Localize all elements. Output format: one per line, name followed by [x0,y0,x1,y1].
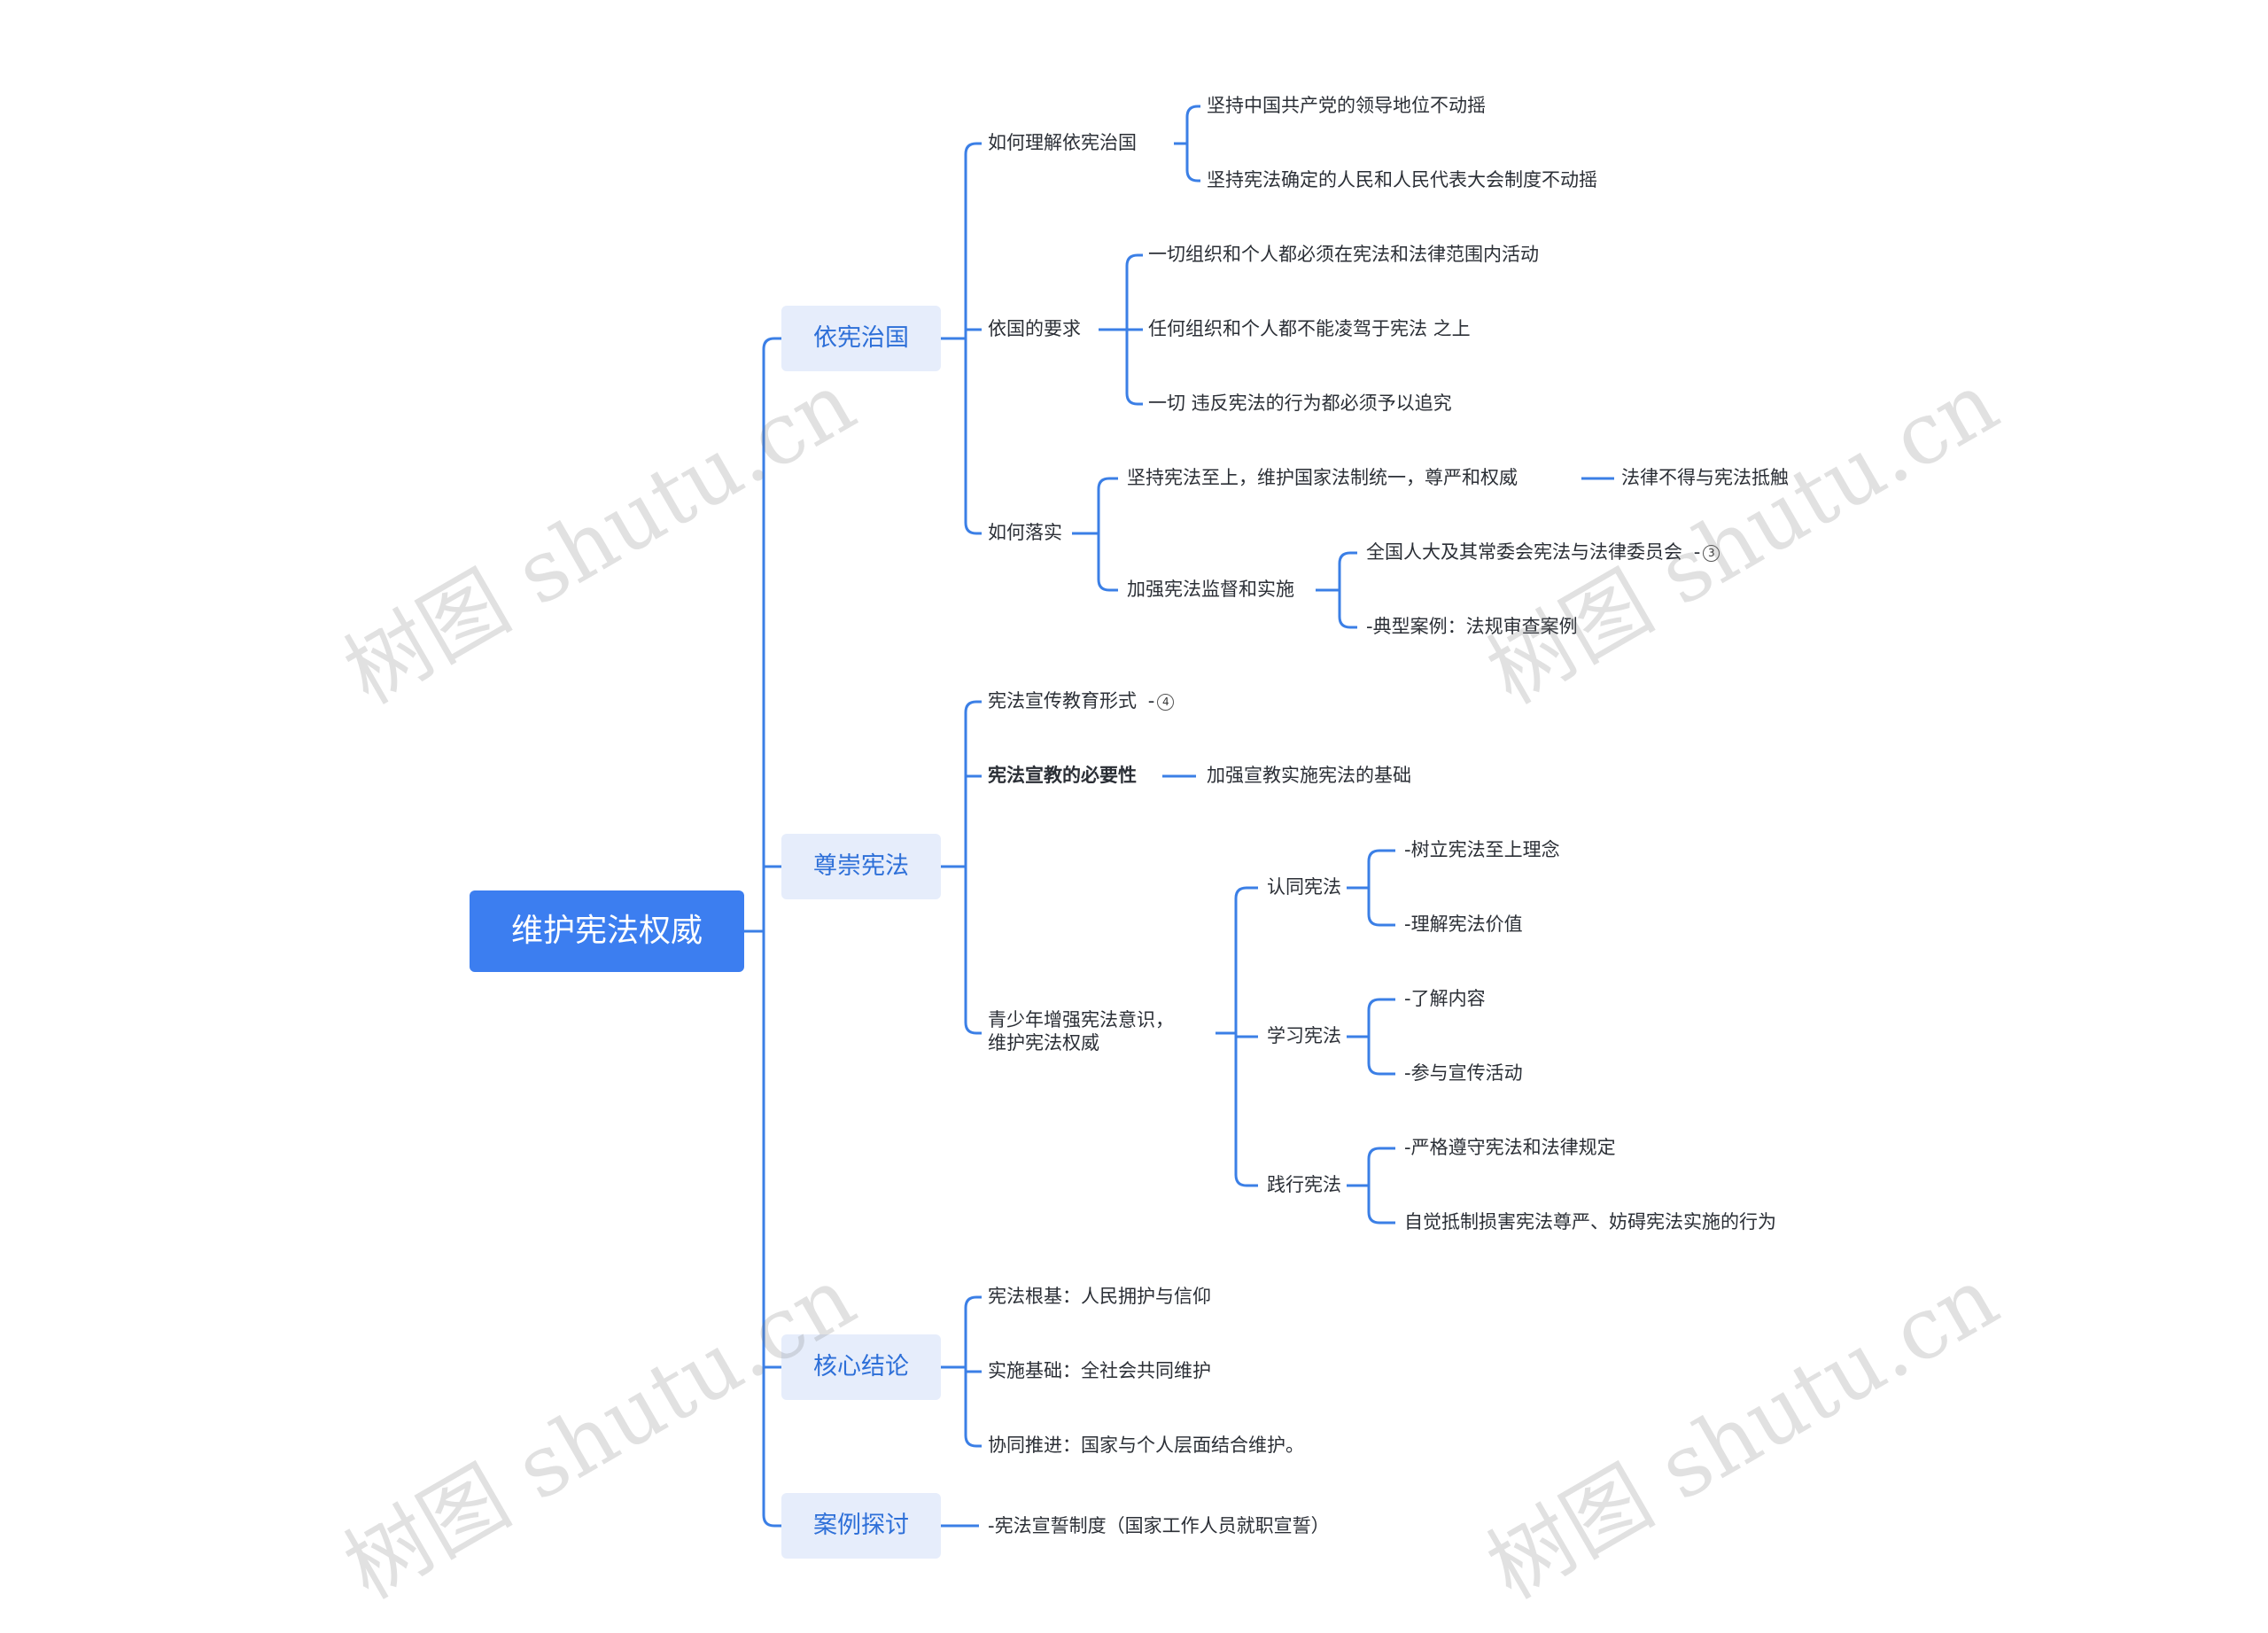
connector-line [1367,1211,1395,1225]
leaf-node[interactable]: 全国人大及其常委会宪法与法律委员会 -3 [1366,540,1720,564]
connector-line [1367,849,1395,862]
connector-line [964,1295,982,1309]
leaf-node[interactable]: 自觉抵制损害宪法尊严、妨碍宪法实施的行为 [1404,1211,1776,1233]
leaf-label: 宪法宣传教育形式 [988,690,1137,712]
connector-line [964,700,982,713]
leaf-node[interactable]: -参与宣传活动 [1404,1062,1523,1084]
connector-line [1367,1062,1395,1076]
leaf-node[interactable]: 法律不得与宪法抵触 [1621,467,1789,488]
connector-line [1367,1147,1395,1160]
connector-line [1185,169,1200,183]
branch-label-line: 维护宪法权威 [988,1032,1099,1054]
branch-node[interactable]: 宪法宣教的必要性 [988,765,1137,786]
connector-line [1125,393,1143,406]
branch-node[interactable]: 认同宪法 [1267,876,1341,898]
connector-line [1367,998,1395,1011]
connector-line [1097,579,1118,592]
collapsed-count-badge[interactable]: -4 [1148,690,1175,712]
branch-node[interactable]: 依国的要求 [988,318,1081,339]
connector-line [964,142,982,155]
leaf-node[interactable]: -宪法宣誓制度（国家工作人员就职宣誓） [988,1515,1330,1536]
branch-node[interactable]: 青少年增强宪法意识， 维护宪法权威 [988,1008,1174,1055]
topic-node[interactable]: 尊崇宪法 [781,834,941,899]
branch-node[interactable]: 如何落实 [988,522,1062,543]
leaf-node[interactable]: 协同推进：国家与个人层面结合维护。 [988,1435,1304,1456]
leaf-node[interactable]: -理解宪法价值 [1404,914,1523,935]
leaf-node[interactable]: 加强宣教实施宪法的基础 [1207,765,1411,786]
connector-line [1185,105,1200,118]
leaf-node[interactable]: -了解内容 [1404,988,1486,1009]
leaf-node[interactable]: 任何组织和个人都不能凌驾于宪法 之上 [1148,318,1471,339]
topic-node[interactable]: 案例探讨 [781,1493,941,1559]
leaf-node[interactable]: 一切 违反宪法的行为都必须予以追究 [1148,393,1452,414]
leaf-node[interactable]: 实施基础：全社会共同维护 [988,1360,1211,1381]
connector-line [1234,1174,1258,1187]
branch-label-line: 青少年增强宪法意识， [988,1009,1174,1030]
connector-line [1125,253,1143,267]
connector-line [1367,914,1395,927]
leaf-node[interactable]: 宪法宣传教育形式 -4 [988,689,1175,712]
connector-line [1338,616,1357,629]
branch-node[interactable]: 学习宪法 [1267,1025,1341,1046]
leaf-node[interactable]: 坚持宪法确定的人民和人民代表大会制度不动摇 [1207,169,1597,191]
root-node[interactable]: 维护宪法权威 [470,890,744,972]
leaf-node[interactable]: -树立宪法至上理念 [1404,839,1560,860]
leaf-node[interactable]: -严格遵守宪法和法律规定 [1404,1137,1616,1158]
leaf-label: 全国人大及其常委会宪法与法律委员会 [1366,541,1682,563]
branch-node[interactable]: 坚持宪法至上，维护国家法制统一，尊严和权威 [1127,467,1518,488]
leaf-node[interactable]: 一切组织和个人都必须在宪法和法律范围内活动 [1148,244,1539,265]
connector-line [1097,477,1118,490]
connector-line [762,1514,781,1528]
connector-line [762,337,781,350]
collapsed-count-badge[interactable]: -3 [1694,541,1720,563]
connector-line [964,522,982,535]
connector-line [1338,551,1357,564]
connector-line [1234,886,1258,899]
topic-node[interactable]: 核心结论 [781,1334,941,1400]
connector-line [964,1022,982,1035]
branch-node[interactable]: 如何理解依宪治国 [988,132,1137,153]
connector-line [964,1435,982,1448]
leaf-node[interactable]: -典型案例：法规审查案例 [1366,616,1578,637]
branch-node[interactable]: 践行宪法 [1267,1174,1341,1195]
leaf-node[interactable]: 宪法根基：人民拥护与信仰 [988,1286,1211,1307]
branch-node[interactable]: 加强宪法监督和实施 [1127,579,1294,600]
topic-node[interactable]: 依宪治国 [781,306,941,371]
leaf-node[interactable]: 坚持中国共产党的领导地位不动摇 [1207,95,1486,116]
